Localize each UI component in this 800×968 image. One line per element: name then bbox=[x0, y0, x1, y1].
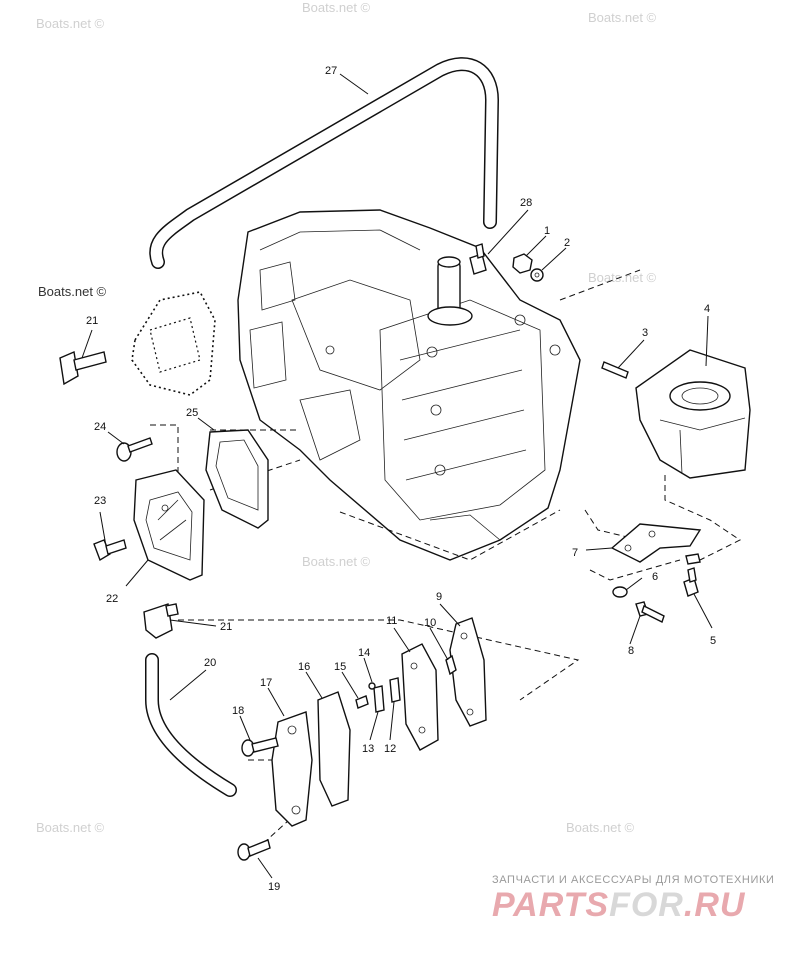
bracket-7 bbox=[610, 523, 702, 563]
plate-16 bbox=[317, 691, 351, 807]
hose-27 bbox=[149, 57, 500, 269]
bolt-5 bbox=[683, 553, 701, 597]
washer-6 bbox=[612, 586, 628, 598]
powerhead-block bbox=[237, 209, 581, 561]
bolt-8 bbox=[635, 601, 665, 623]
callout-15: 15 bbox=[334, 661, 346, 673]
screw-15 bbox=[355, 695, 369, 709]
part-13 bbox=[373, 685, 385, 713]
callout-21-lower: 21 bbox=[220, 621, 232, 633]
plate-9 bbox=[449, 617, 487, 727]
brand-logo-part: PARTS bbox=[492, 886, 610, 924]
watermark: Boats.net © bbox=[566, 820, 635, 835]
stud-3 bbox=[601, 361, 629, 379]
callout-27: 27 bbox=[325, 65, 337, 77]
callout-21: 21 bbox=[86, 315, 98, 327]
watermark: Boats.net © bbox=[302, 554, 371, 569]
callout-28: 28 bbox=[520, 197, 532, 209]
fitting-28 bbox=[469, 243, 487, 275]
callout-5: 5 bbox=[710, 635, 716, 647]
callout-7: 7 bbox=[572, 547, 578, 559]
plate-11 bbox=[401, 643, 439, 751]
guide-line bbox=[664, 475, 741, 561]
callout-10: 10 bbox=[424, 617, 436, 629]
fitting-23 bbox=[93, 539, 127, 562]
callout-3: 3 bbox=[642, 327, 648, 339]
callout-16: 16 bbox=[298, 661, 310, 673]
plate-17 bbox=[271, 711, 313, 827]
callout-1: 1 bbox=[544, 225, 550, 237]
gasket-25 bbox=[205, 429, 269, 529]
dotted-gasket bbox=[131, 291, 216, 396]
watermark: Boats.net © bbox=[302, 0, 371, 15]
callout-13: 13 bbox=[362, 743, 374, 755]
callout-9: 9 bbox=[436, 591, 442, 603]
hose-20 bbox=[145, 653, 237, 797]
callout-12: 12 bbox=[384, 743, 396, 755]
callout-24: 24 bbox=[94, 421, 106, 433]
cover-plate-22 bbox=[133, 469, 205, 581]
watermark: Boats.net © bbox=[38, 284, 107, 299]
bolt-24 bbox=[116, 437, 153, 462]
callout-17: 17 bbox=[260, 677, 272, 689]
guide-line bbox=[589, 559, 681, 581]
watermark: Boats.net © bbox=[588, 270, 657, 285]
brand-logo: PARTSFOR.RU bbox=[492, 886, 745, 925]
callout-14: 14 bbox=[358, 647, 370, 659]
watermark: Boats.net © bbox=[36, 820, 105, 835]
brand-tagline: ЗАПЧАСТИ И АКСЕССУАРЫ ДЛЯ МОТОТЕХНИКИ bbox=[492, 874, 775, 886]
nut-1 bbox=[512, 253, 533, 274]
washer-2 bbox=[530, 268, 544, 282]
screw-19 bbox=[237, 839, 271, 861]
callout-22: 22 bbox=[106, 593, 118, 605]
fitting-21-lower bbox=[143, 603, 179, 639]
callout-11: 11 bbox=[386, 615, 397, 627]
callout-4: 4 bbox=[704, 303, 710, 315]
screw-18 bbox=[241, 737, 279, 757]
callout-20: 20 bbox=[204, 657, 216, 669]
watermark: Boats.net © bbox=[588, 10, 657, 25]
fitting-21-upper bbox=[59, 351, 107, 386]
callout-2: 2 bbox=[564, 237, 570, 249]
callouts: 27 28 1 2 3 4 21 24 25 23 22 7 6 5 8 9 2… bbox=[86, 65, 716, 893]
watermark: Boats.net © bbox=[36, 16, 105, 31]
guide-line bbox=[559, 269, 641, 301]
callout-23: 23 bbox=[94, 495, 106, 507]
callout-25: 25 bbox=[186, 407, 198, 419]
callout-19: 19 bbox=[268, 881, 280, 893]
callout-8: 8 bbox=[628, 645, 634, 657]
dotted-gasket-inner bbox=[149, 317, 201, 373]
adapter-4 bbox=[635, 349, 751, 479]
brand-logo-part: .RU bbox=[683, 886, 746, 924]
part-10 bbox=[445, 654, 457, 676]
part-14 bbox=[368, 682, 376, 690]
callout-6: 6 bbox=[652, 571, 658, 583]
part-12 bbox=[389, 677, 401, 703]
leader-lines bbox=[81, 73, 713, 879]
brand-logo-part: FOR bbox=[609, 886, 684, 924]
callout-18: 18 bbox=[232, 705, 244, 717]
guide-line bbox=[178, 619, 580, 701]
